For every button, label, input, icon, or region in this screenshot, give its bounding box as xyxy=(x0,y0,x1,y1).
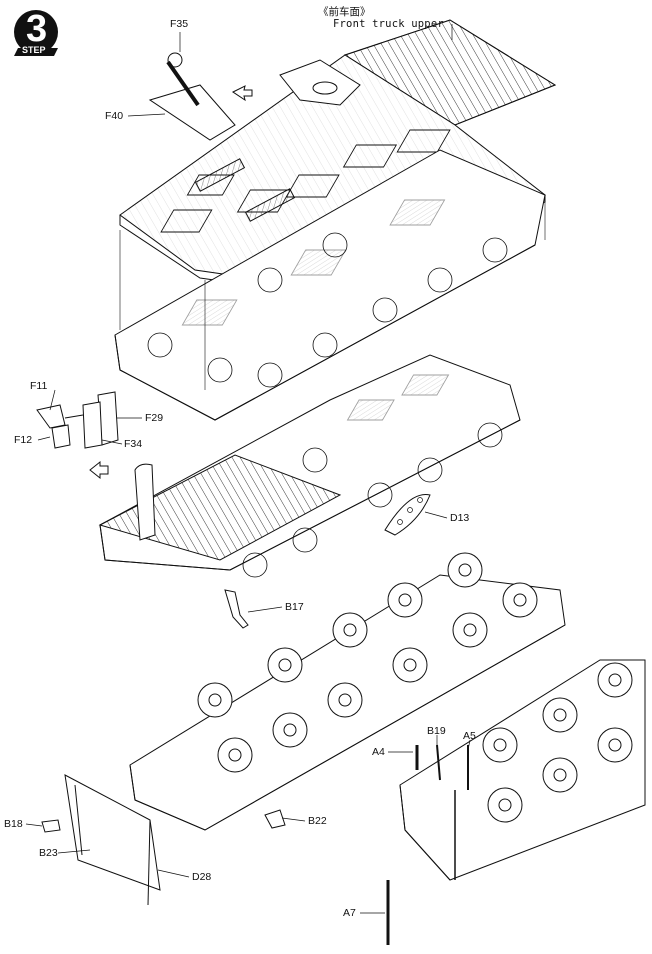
part-label-A5: A5 xyxy=(463,730,476,742)
upper-chassis xyxy=(114,149,546,421)
part-label-A7: A7 xyxy=(343,907,356,919)
part-label-B23: B23 xyxy=(39,847,58,859)
part-label-D13: D13 xyxy=(450,512,470,524)
step-badge-shape xyxy=(14,10,58,56)
leader-lines xyxy=(25,24,471,914)
part-label-B17: B17 xyxy=(285,601,304,613)
part-label-F29: F29 xyxy=(145,412,164,424)
part-label-F35: F35 xyxy=(170,18,189,30)
part-label-B22: B22 xyxy=(308,815,327,827)
part-label-D28: D28 xyxy=(192,871,212,883)
step-word: STEP xyxy=(22,45,46,55)
bogie-assembly-left xyxy=(41,552,566,906)
step-badge: 3 STEP xyxy=(10,8,64,58)
part-label-A4: A4 xyxy=(372,746,385,758)
lower-chassis xyxy=(36,354,521,629)
part-label-F40: F40 xyxy=(105,110,124,122)
title-english: Front truck upper xyxy=(333,18,444,30)
title-chinese: 《前车面》 xyxy=(318,6,371,18)
part-label-F34: F34 xyxy=(124,438,143,450)
part-label-F12: F12 xyxy=(14,434,33,446)
part-label-F11: F11 xyxy=(30,380,48,392)
part-label-B19: B19 xyxy=(427,725,446,737)
part-label-B18: B18 xyxy=(4,818,23,830)
bogie-assembly-right xyxy=(386,659,646,945)
step-number: 3 xyxy=(26,8,48,50)
